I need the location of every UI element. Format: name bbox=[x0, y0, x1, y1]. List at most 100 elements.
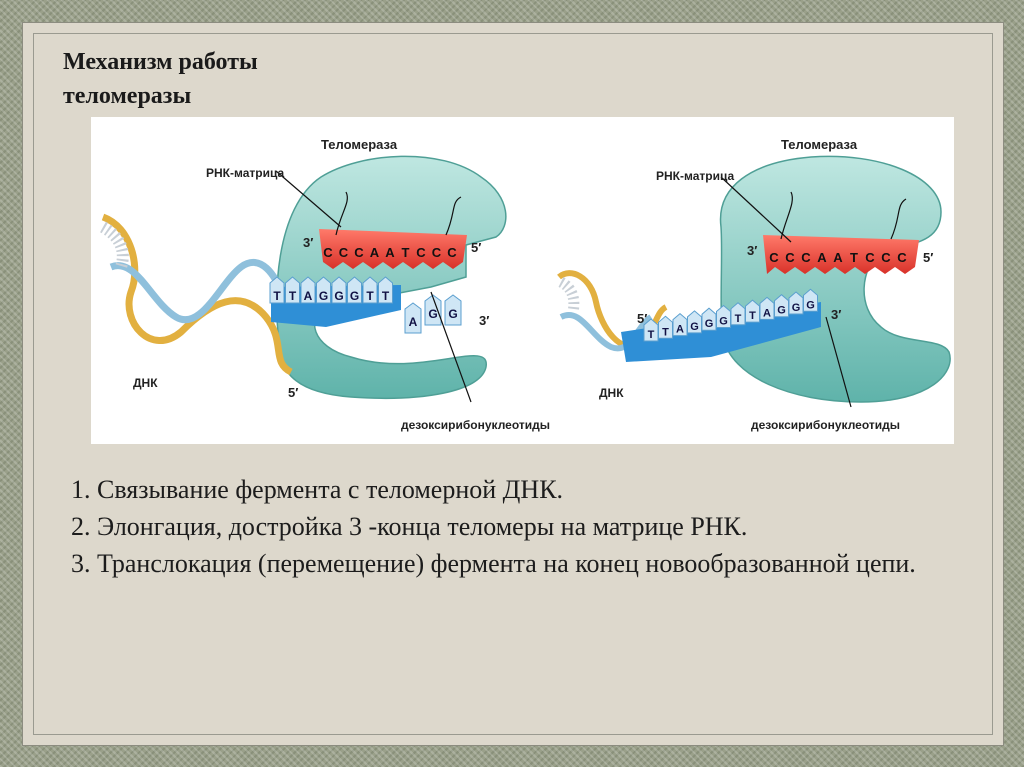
dna-tab-left bbox=[378, 276, 393, 304]
step-2: 2. Элонгация, достройка 3 -конца теломер… bbox=[71, 512, 748, 541]
slide-title: Механизм работы теломеразы bbox=[63, 45, 258, 113]
dna-base-left: A bbox=[304, 289, 313, 303]
dna-base-right: G bbox=[719, 316, 728, 328]
leader-nuc-right bbox=[825, 316, 852, 408]
dna-tab-right bbox=[687, 310, 702, 334]
dna-base-left: G bbox=[350, 289, 359, 303]
dna-tab-right bbox=[803, 288, 818, 312]
dna-base-left: T bbox=[382, 289, 390, 303]
dna-base-right: G bbox=[792, 302, 801, 314]
rna-5-end-left: 5′ bbox=[471, 240, 481, 255]
rna-end-hook-right-a bbox=[780, 191, 793, 240]
rna-end-hook-right-b bbox=[890, 198, 907, 240]
telomerase-enzyme-right bbox=[719, 155, 951, 403]
dna-tab-right bbox=[701, 307, 717, 331]
rna-base-right: C bbox=[785, 250, 795, 265]
dna-tab-right bbox=[774, 294, 789, 318]
dna-base-right: T bbox=[749, 310, 756, 322]
free-nucleotide-tab bbox=[424, 294, 442, 326]
dna-tab-left bbox=[269, 276, 285, 304]
rna-3-end-right: 3′ bbox=[747, 243, 757, 258]
rna-base-left: T bbox=[402, 245, 410, 260]
rna-base-left: C bbox=[432, 245, 442, 260]
dna-tab-right bbox=[788, 291, 804, 315]
steps-list: 1. Связывание фермента с теломерной ДНК.… bbox=[71, 471, 931, 582]
free-nucleotide-base: G bbox=[428, 307, 437, 321]
rna-base-left: C bbox=[323, 245, 333, 260]
rna-base-right: C bbox=[881, 250, 891, 265]
dna-tab-left bbox=[347, 276, 362, 304]
dna-3-end-right: 3′ bbox=[831, 307, 841, 322]
dna-tab-right bbox=[672, 312, 688, 337]
rna-base-right: C bbox=[769, 250, 779, 265]
title-line-2: теломеразы bbox=[63, 83, 192, 109]
dna-base-left: G bbox=[334, 289, 343, 303]
dna-tab-right bbox=[643, 318, 659, 342]
rna-template-left bbox=[319, 229, 467, 269]
dna-base-right: A bbox=[763, 307, 771, 319]
rna-base-left: C bbox=[354, 245, 364, 260]
dna-base-left: T bbox=[366, 289, 374, 303]
telomerase-enzyme-left bbox=[275, 155, 507, 399]
rna-base-right: C bbox=[801, 250, 811, 265]
dna-tab-right bbox=[730, 302, 746, 326]
dna-base-right: G bbox=[705, 318, 714, 330]
dna-base-left: T bbox=[289, 289, 297, 303]
dna-3-end-left: 3′ bbox=[479, 313, 489, 328]
rna-base-left: C bbox=[339, 245, 349, 260]
dna-tab-left bbox=[300, 276, 316, 304]
rna-base-right: C bbox=[897, 250, 907, 265]
dna-base-right: T bbox=[735, 313, 742, 325]
dna-base-right: T bbox=[662, 326, 669, 338]
dna-tab-right bbox=[658, 315, 673, 339]
dna-tab-right bbox=[745, 299, 760, 323]
dna-base-right: G bbox=[777, 305, 786, 317]
dna-base-right: G bbox=[806, 299, 815, 311]
rna-base-right: C bbox=[865, 250, 875, 265]
leader-nuc-left bbox=[430, 291, 472, 403]
rna-base-left: A bbox=[370, 245, 380, 260]
rna-base-left: A bbox=[385, 245, 395, 260]
free-nucleotide-base: A bbox=[409, 315, 418, 329]
rna-3-end-left: 3′ bbox=[303, 235, 313, 250]
step-1: 1. Связывание фермента с теломерной ДНК. bbox=[71, 475, 564, 504]
step-3: 3. Транслокация (перемещение) фермента н… bbox=[71, 549, 916, 578]
dna-label-right: ДНК bbox=[599, 386, 624, 400]
rna-base-right: T bbox=[850, 250, 858, 265]
dna-base-right: G bbox=[690, 321, 699, 333]
free-nucleotide-tab bbox=[404, 302, 422, 334]
dna-base-right: A bbox=[676, 324, 684, 336]
rna-label-left: РНК-матрица bbox=[206, 166, 284, 180]
nucleotides-label-left: дезоксирибонуклеотиды bbox=[401, 418, 550, 432]
dna-helix-left bbox=[99, 213, 293, 376]
title-line-1: Механизм работы bbox=[63, 49, 258, 75]
free-nucleotide-tab bbox=[444, 294, 462, 326]
rna-base-left: C bbox=[416, 245, 426, 260]
dna-tab-right bbox=[716, 304, 731, 328]
dna-tab-left bbox=[362, 276, 378, 304]
dna-base-left: T bbox=[273, 289, 281, 303]
rna-end-hook-left-b bbox=[445, 196, 462, 236]
dna-tab-left bbox=[285, 276, 300, 304]
dna-5-end-right: 5′ bbox=[637, 311, 647, 326]
dna-tab-left bbox=[331, 276, 347, 304]
dna-base-right: T bbox=[648, 329, 655, 341]
enzyme-label-right: Теломераза bbox=[781, 137, 858, 152]
rna-label-right: РНК-матрица bbox=[656, 169, 734, 183]
rna-base-left: C bbox=[447, 245, 457, 260]
rna-template-right bbox=[763, 235, 919, 274]
enzyme-label-left: Теломераза bbox=[321, 137, 398, 152]
dna-tab-left bbox=[316, 276, 331, 304]
rna-base-right: A bbox=[817, 250, 827, 265]
rna-base-right: A bbox=[833, 250, 843, 265]
dna-label-left: ДНК bbox=[133, 376, 158, 390]
